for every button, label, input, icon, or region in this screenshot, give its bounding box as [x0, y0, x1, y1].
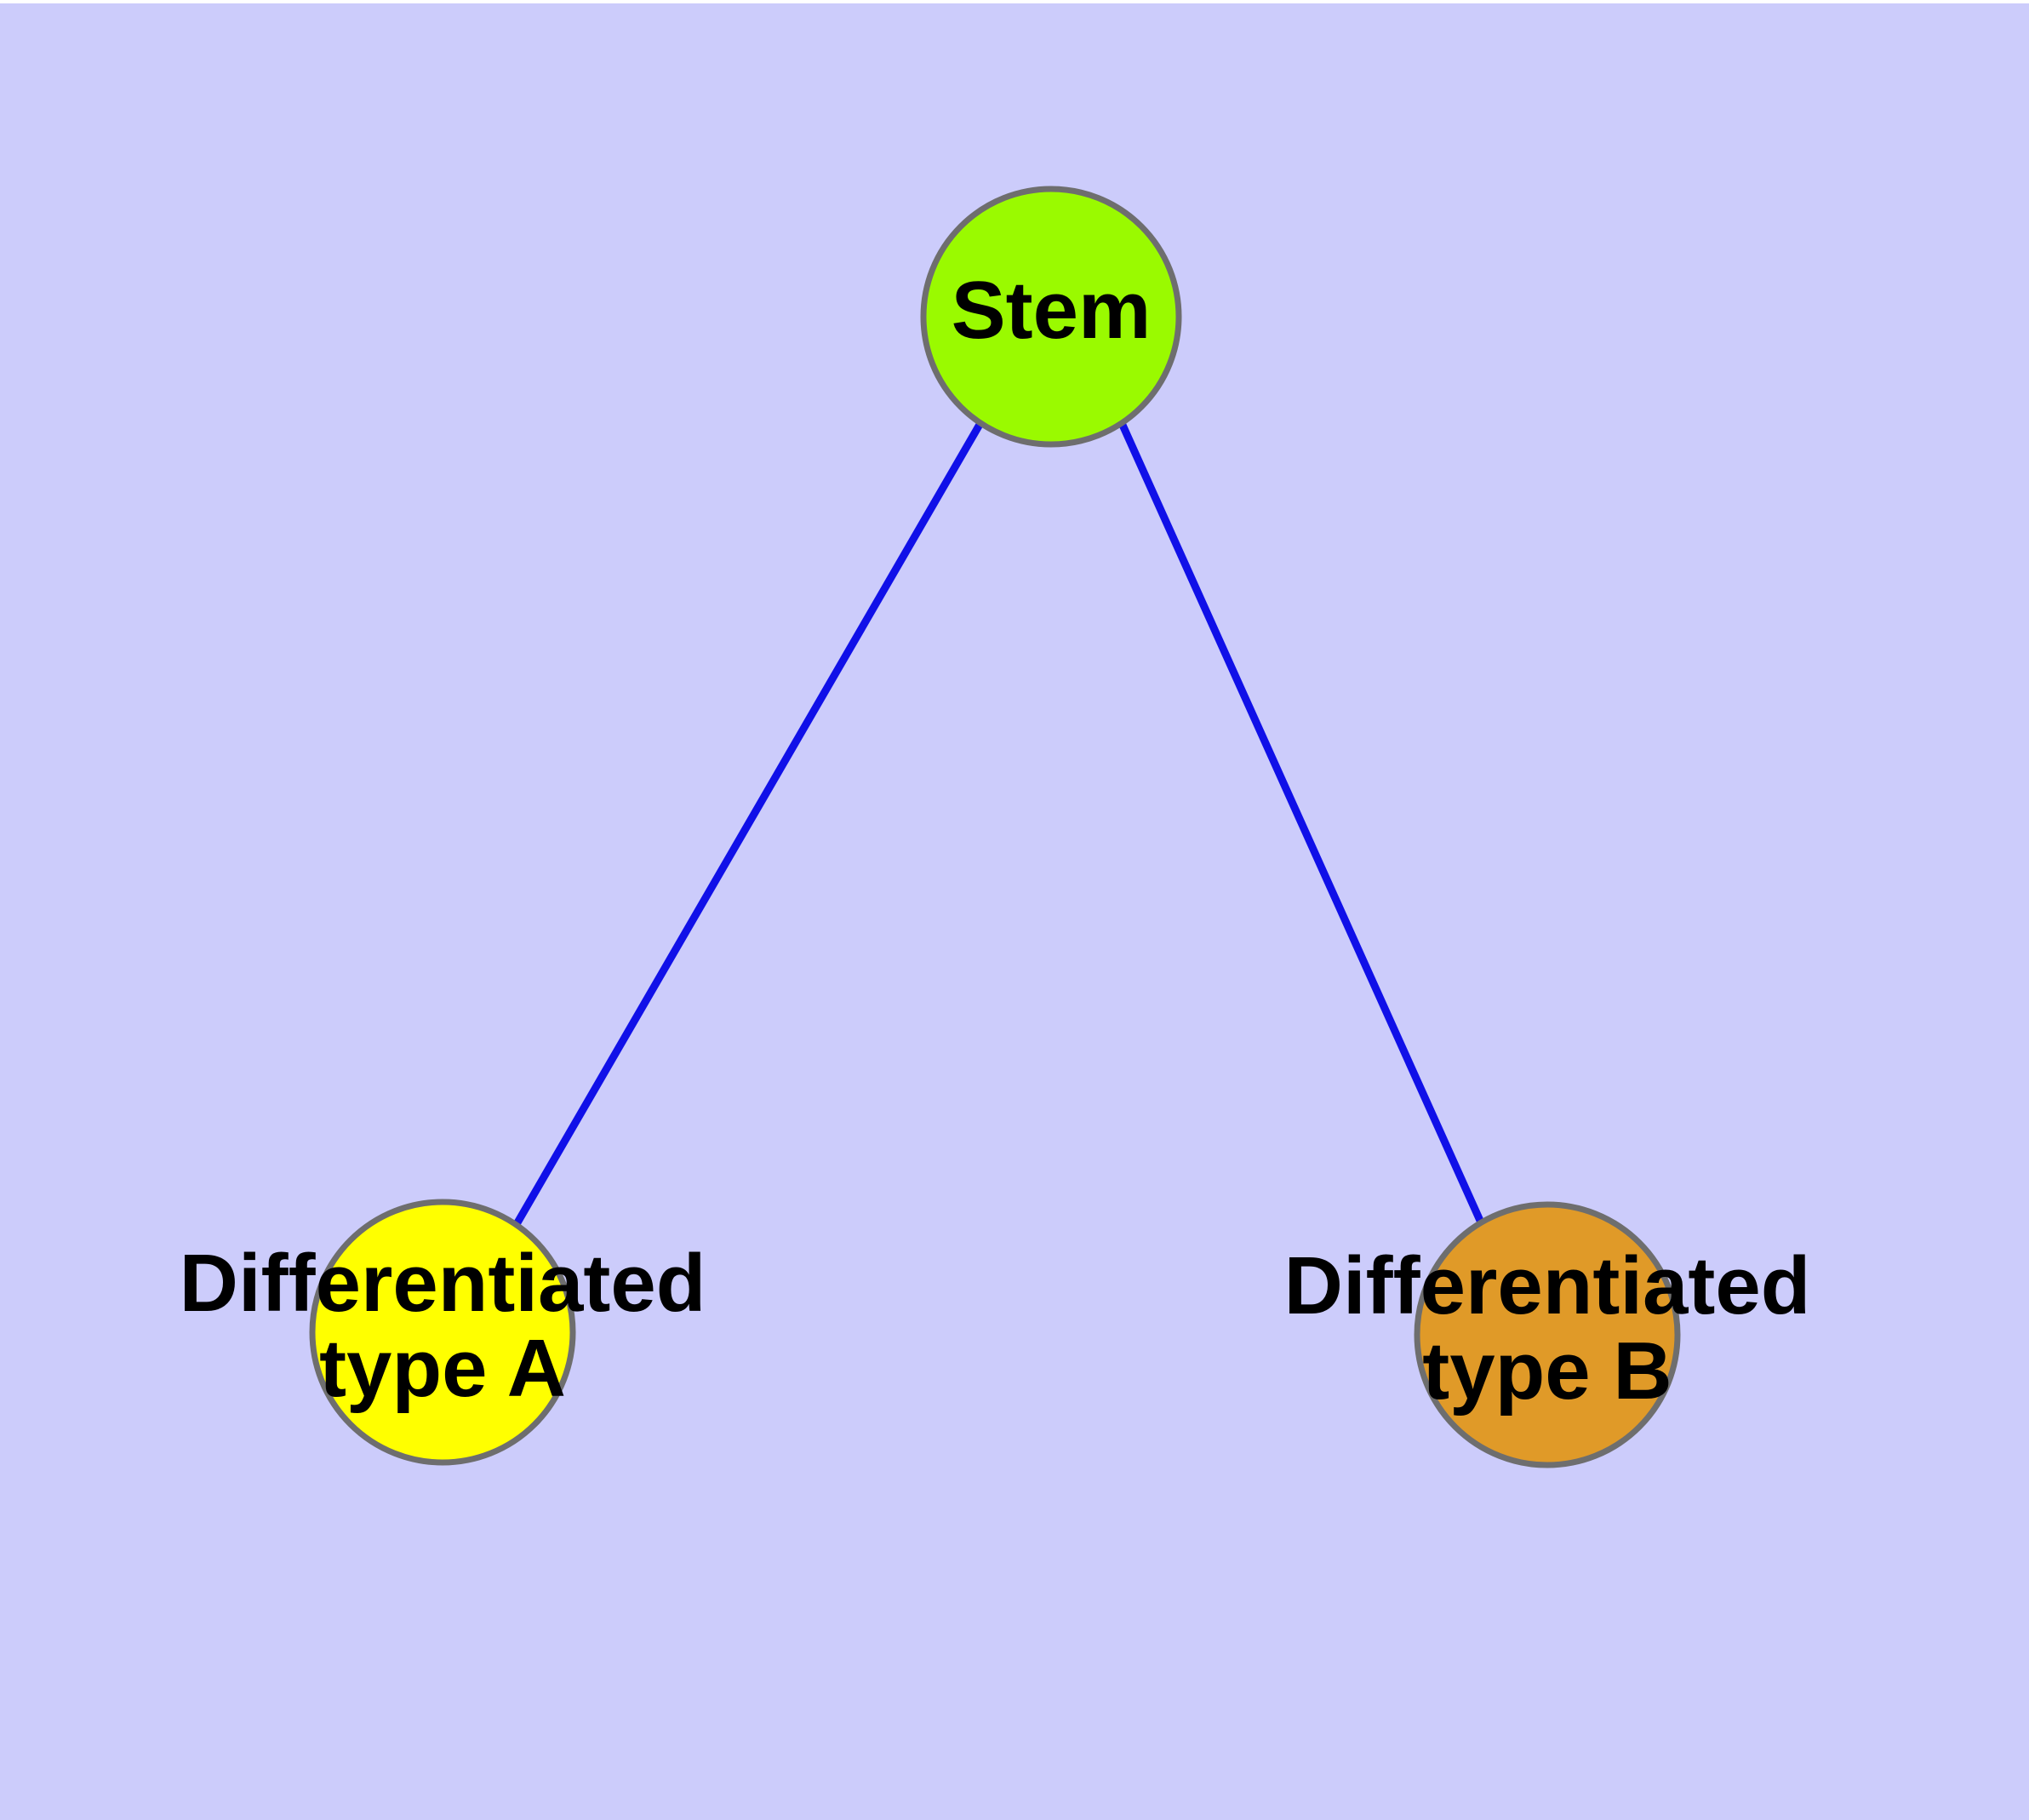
graph-node-label-line: Differentiated [1284, 1240, 1811, 1331]
graph-node-label-line: type B [1422, 1325, 1672, 1417]
graph-node-label-line: Stem [952, 265, 1152, 356]
graph-node-label-stem: Stem [952, 265, 1152, 356]
graph-edge-stem-to-a [513, 421, 984, 1227]
graph-node-label-line: type A [319, 1323, 566, 1414]
graph-edge-stem-to-b [1117, 421, 1485, 1224]
graph-node-diff_b[interactable] [1414, 1201, 1681, 1468]
nodes-group [309, 186, 1681, 1468]
edges-group [513, 421, 1485, 1227]
graph-node-stem[interactable] [920, 186, 1182, 448]
graph-node-diff_a[interactable] [309, 1199, 576, 1466]
graph-node-label-line: Differentiated [180, 1238, 706, 1329]
